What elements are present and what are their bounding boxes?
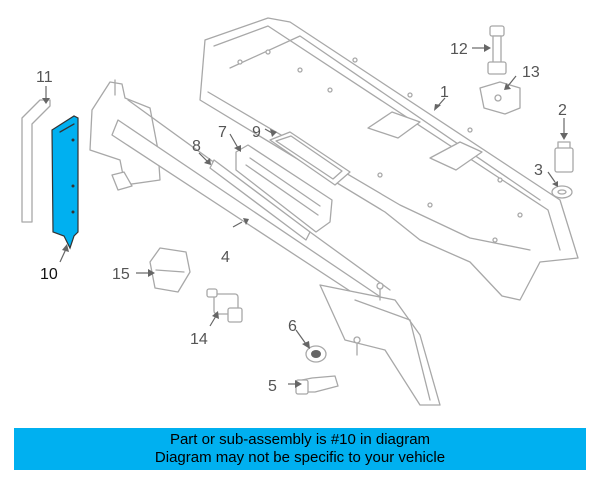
part-2-bolt [554,141,574,173]
part-6-nut [305,345,327,363]
part-8-strip [209,159,311,241]
part-14-sensor [206,288,243,323]
banner-line-1: Part or sub-assembly is #10 in diagram [169,431,431,448]
callout-5: 5 [268,378,277,395]
part-10-side-panel [51,115,79,250]
part-7-bracket [235,144,333,233]
part-13-clip [479,81,521,115]
part-12-bolt [487,25,507,75]
callout-14: 14 [190,331,208,348]
part-4-cross-bar [89,79,441,406]
callout-12: 12 [450,41,468,58]
callout-15: 15 [112,266,130,283]
callout-6: 6 [288,318,297,335]
part-9-gasket [269,131,351,186]
part-15-clip [149,247,191,293]
callout-9: 9 [252,124,261,141]
callout-7: 7 [218,124,227,141]
info-banner: Part or sub-assembly is #10 in diagram D… [14,428,586,470]
parts-diagram: 1 2 3 4 5 6 7 8 9 10 11 12 13 14 15 [21,17,579,406]
callout-13: 13 [522,64,540,81]
banner-line-2: Diagram may not be specific to your vehi… [154,449,446,466]
callout-3: 3 [534,162,543,179]
part-5-bolt [295,375,339,395]
callout-8: 8 [192,138,201,155]
callout-labels: 1 2 3 4 5 6 7 8 9 10 11 12 13 14 15 [36,41,567,395]
part-1-crossmember [199,17,579,301]
part-3-washer [551,185,573,199]
callout-4: 4 [221,249,230,266]
leader-lines [42,44,568,388]
callout-11: 11 [36,69,53,86]
callout-1: 1 [440,84,449,101]
callout-2: 2 [558,102,567,119]
part-11-trim-strip [21,99,51,223]
callout-10: 10 [40,266,58,283]
